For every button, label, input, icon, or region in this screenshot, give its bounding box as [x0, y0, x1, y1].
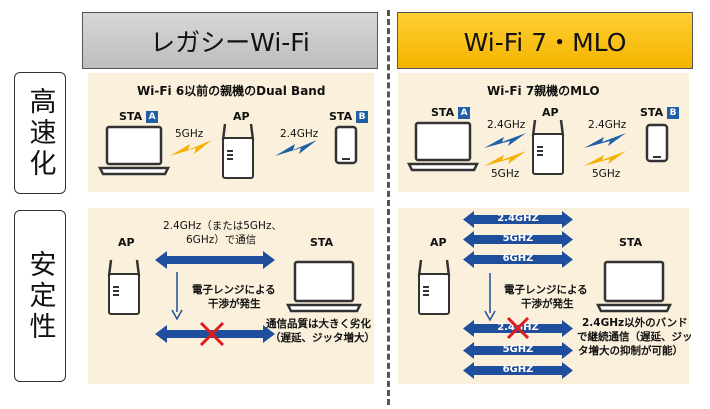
laptop-icon [595, 260, 673, 313]
band-arrow-6 [463, 251, 573, 268]
legacy-sta-label: STA [310, 236, 334, 249]
degraded-band-arrow [155, 325, 275, 343]
legacy-ap-label: AP [233, 110, 250, 123]
legacy-wifi-title: レガシーWi-Fi [150, 27, 310, 57]
mlo-header: Wi-Fi 7・MLO [397, 12, 693, 69]
legacy-band-note-1: 2.4GHz（または5GHz、 [163, 220, 282, 232]
band-arrow-24 [463, 211, 573, 228]
interference-arrow [171, 272, 183, 321]
column-divider [387, 10, 390, 405]
band-arrow [155, 251, 275, 269]
mlo-left-5ghz-label: 5GHz [491, 168, 520, 180]
lightning-24ghz-icon [584, 133, 626, 148]
mlo-title: Wi-Fi 7・MLO [463, 27, 627, 57]
sta-a-text: STA [119, 110, 143, 123]
mlo-ap-label: AP [430, 236, 447, 249]
laptop-icon [285, 260, 363, 313]
legacy-interf-2: 干渉が発生 [208, 298, 261, 310]
access-point-icon [107, 259, 141, 315]
row-label-speed: 高速化 [14, 72, 66, 194]
legacy-interf-1: 電子レンジによる [192, 284, 276, 296]
sta-b-text: STA [640, 106, 664, 119]
row-label-stability: 安定性 [14, 210, 66, 382]
access-point-icon [221, 123, 255, 179]
mlo-interf-1: 電子レンジによる [504, 284, 588, 296]
cross-mark-icon [506, 316, 530, 340]
legacy-24ghz-label: 2.4GHz [280, 128, 319, 140]
mlo-right-5ghz-label: 5GHz [592, 168, 621, 180]
mlo-left-24ghz-label: 2.4GHz [487, 119, 526, 131]
legacy-sta-b-label: STA B [329, 110, 369, 123]
legacy-speed-title: Wi-Fi 6以前の親機のDual Band [137, 84, 326, 98]
band-label-24: 2.4GHZ [497, 213, 539, 224]
interference-arrow [484, 273, 496, 322]
laptop-icon [406, 121, 480, 172]
sta-a-badge: A [458, 106, 471, 119]
mlo-sta-b-label: STA B [640, 106, 680, 119]
band-arrow-6 [463, 362, 573, 379]
mlo-interf-2: 干渉が発生 [521, 298, 574, 310]
mlo-sta-label: STA [619, 236, 643, 249]
band-arrow-5 [463, 231, 573, 248]
sta-b-badge: B [356, 110, 369, 123]
smartphone-icon [334, 125, 358, 165]
lightning-5ghz-icon [484, 151, 526, 166]
legacy-5ghz-label: 5GHz [175, 128, 204, 140]
legacy-ap-label: AP [118, 236, 135, 249]
lightning-24ghz-icon [275, 140, 317, 156]
band-label-5: 5GHZ [502, 233, 534, 244]
sta-a-badge: A [146, 110, 159, 123]
mlo-result-1: 2.4GHz以外のバンド [582, 317, 688, 329]
access-point-icon [531, 119, 565, 175]
band-label-6: 6GHZ [502, 364, 534, 375]
mlo-ap-label: AP [542, 106, 559, 119]
band-label-6: 6GHZ [502, 253, 534, 264]
laptop-icon [97, 125, 171, 176]
mlo-sta-a-label: STA A [431, 106, 471, 119]
legacy-sta-a-label: STA A [119, 110, 159, 123]
sta-b-badge: B [667, 106, 680, 119]
legacy-result-1: 通信品質は大きく劣化 [266, 318, 371, 330]
lightning-24ghz-icon [484, 133, 526, 148]
mlo-result-3: タ増大の抑制が可能） [578, 345, 683, 357]
sta-b-text: STA [329, 110, 353, 123]
mlo-result-2: で継続通信（遅延、ジッ [577, 331, 693, 343]
lightning-5ghz-icon [584, 151, 626, 166]
cross-mark-icon [199, 321, 225, 347]
legacy-result-2: （遅延、ジッタ増大） [270, 332, 375, 344]
band-label-5: 5GHZ [502, 344, 534, 355]
band-arrow-5 [463, 342, 573, 359]
sta-a-text: STA [431, 106, 455, 119]
legacy-wifi-header: レガシーWi-Fi [82, 12, 378, 69]
mlo-speed-title: Wi-Fi 7親機のMLO [487, 84, 600, 98]
access-point-icon [417, 259, 451, 315]
lightning-5ghz-icon [170, 140, 212, 156]
legacy-band-note-2: 6GHz）で通信 [186, 234, 257, 246]
mlo-right-24ghz-label: 2.4GHz [588, 119, 627, 131]
smartphone-icon [645, 123, 669, 163]
